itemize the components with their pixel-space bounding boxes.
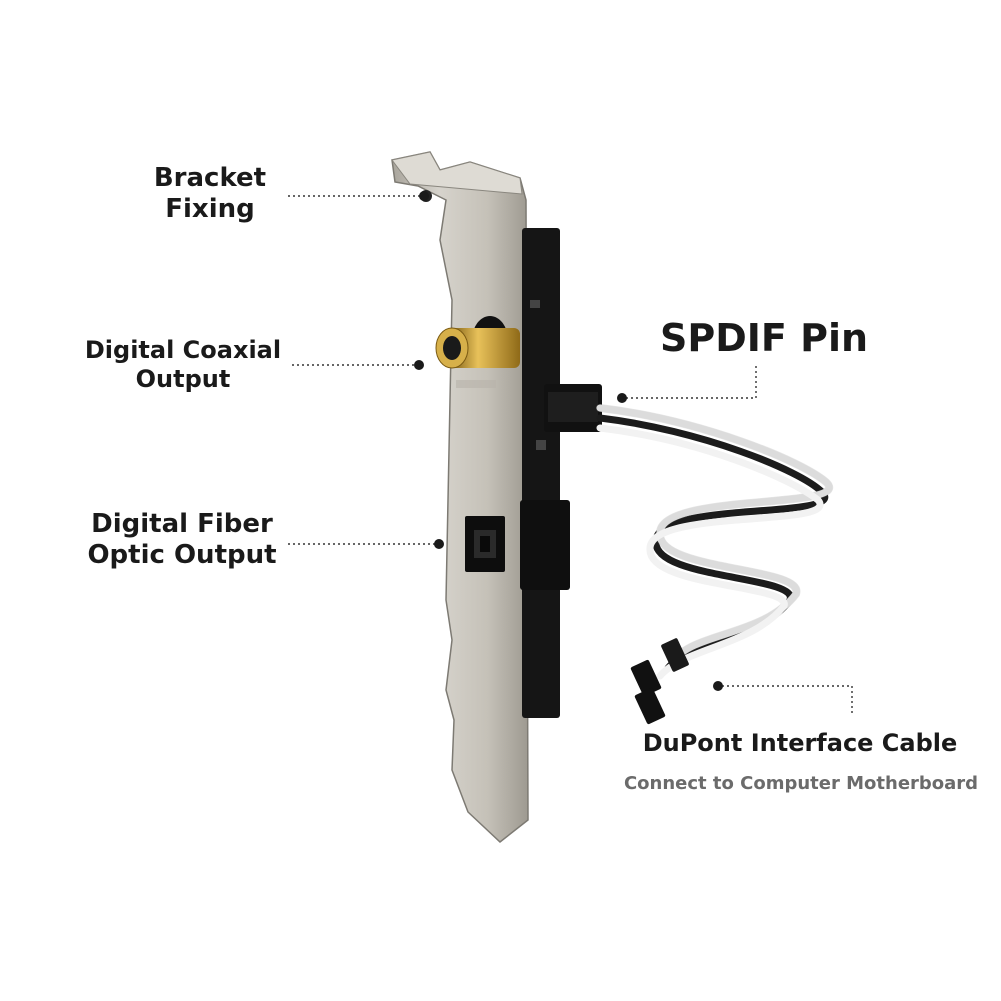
dupont-cable xyxy=(596,404,834,680)
optic-label-line1: Digital Fiber xyxy=(91,509,273,539)
bracket-fixing-label: Bracket Fixing xyxy=(140,163,280,225)
dupont-connectors xyxy=(630,638,689,725)
connect-motherboard-caption: Connect to Computer Motherboard xyxy=(623,773,979,794)
bracket-label-line2: Fixing xyxy=(165,194,255,225)
optic-output-label: Digital Fiber Optic Output xyxy=(82,509,282,571)
bracket-plate xyxy=(391,151,529,843)
coax-label-line1: Digital Coaxial xyxy=(84,336,282,364)
optic-label-line2: Optic Output xyxy=(87,540,277,571)
coax-label-line2: Output xyxy=(135,364,231,393)
dupont-cable-label: DuPont Interface Cable xyxy=(642,729,958,757)
bracket-label-line1: Bracket xyxy=(153,163,267,193)
coaxial-connector xyxy=(435,316,520,369)
coaxial-output-label: Digital Coaxial Output xyxy=(75,336,291,394)
callout-dots xyxy=(414,191,723,691)
spdif-pin-label: SPDIF Pin xyxy=(660,316,869,360)
pcb-board xyxy=(520,228,602,718)
callout-lines xyxy=(288,195,853,716)
optical-port xyxy=(465,516,505,572)
